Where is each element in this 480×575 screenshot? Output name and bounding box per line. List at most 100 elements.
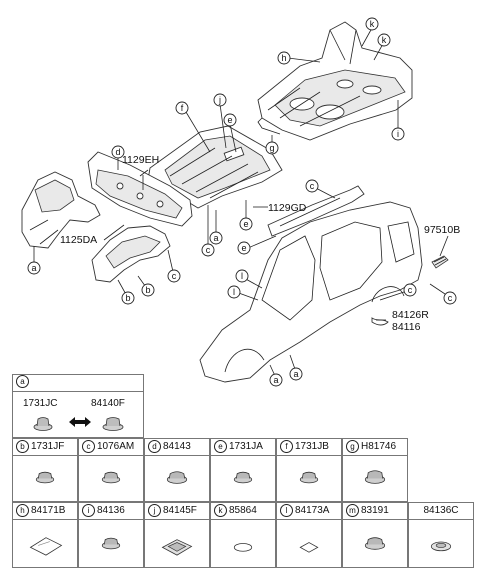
legend-cell-84136C: 84136C (408, 502, 474, 568)
callout-f: f (175, 101, 189, 115)
code-85864: 85864 (229, 505, 257, 516)
grommet-icon (277, 456, 341, 501)
legend-cell-a: a 1731JC 84140F (12, 374, 144, 438)
code-84136: 84136 (97, 505, 125, 516)
callout-d: d (111, 145, 125, 159)
svg-text:h: h (281, 53, 286, 63)
double-arrow-icon (69, 417, 91, 427)
svg-text:f: f (181, 103, 184, 113)
code-84143: 84143 (163, 441, 191, 452)
oval-pad-icon (211, 520, 275, 567)
svg-text:g: g (269, 143, 274, 153)
callout-h: h (277, 51, 291, 65)
callout-g: g (265, 141, 279, 155)
code-84140F: 84140F (91, 398, 125, 409)
callout-b2: b (141, 283, 155, 297)
svg-text:c: c (310, 181, 315, 191)
grommet-icon (13, 456, 77, 501)
label-97510B: 97510B (424, 224, 460, 236)
callout-c1: c (167, 269, 181, 283)
svg-text:k: k (382, 35, 387, 45)
code-1731JF: 1731JF (31, 441, 65, 452)
front-side-member-center (91, 225, 171, 283)
svg-text:a: a (273, 375, 278, 385)
grommet-icon (211, 456, 275, 501)
callout-j: j (213, 93, 227, 107)
code-84136C: 84136C (423, 505, 459, 516)
pad-icon (13, 520, 77, 567)
callout-c2: c (201, 243, 215, 257)
code-1076AM: 1076AM (97, 441, 135, 452)
svg-text:c: c (448, 293, 453, 303)
rear-floor-panel (257, 21, 413, 141)
code-1731JA: 1731JA (229, 441, 263, 452)
grommet-84140F-icon (102, 417, 124, 431)
callout-i: i (391, 127, 405, 141)
code-83191: 83191 (361, 505, 389, 516)
plug-icon (79, 520, 143, 567)
callout-a1: a (27, 261, 41, 275)
front-side-member-left (21, 171, 101, 249)
svg-text:d: d (115, 147, 120, 157)
svg-text:a: a (293, 369, 298, 379)
callout-e3: e (237, 241, 251, 255)
callout-a2: a (209, 231, 223, 245)
round-plug-icon (409, 520, 473, 567)
center-floor-panel (147, 125, 283, 209)
square-plug-icon (145, 520, 209, 567)
side-body-outer (199, 201, 423, 383)
svg-text:b: b (125, 293, 130, 303)
callout-c5: c (443, 291, 457, 305)
plug-icon (145, 456, 209, 501)
svg-text:c: c (206, 245, 211, 255)
callout-e2: e (239, 217, 253, 231)
callout-k1: k (365, 17, 379, 31)
svg-text:a: a (213, 233, 218, 243)
label-1129GD: 1129GD (268, 202, 307, 214)
svg-text:b: b (145, 285, 150, 295)
svg-text:c: c (172, 271, 177, 281)
svg-text:e: e (241, 243, 246, 253)
callout-a3: a (289, 367, 303, 381)
svg-text:l: l (233, 287, 235, 297)
label-84116: 84116 (392, 321, 421, 333)
callout-a4: a (269, 373, 283, 387)
plug-icon (343, 456, 407, 501)
callout-k2: k (377, 33, 391, 47)
grommet-1731JC-icon (33, 417, 53, 431)
svg-text:a: a (31, 263, 36, 273)
callout-l1: l (235, 269, 249, 283)
plug-icon (343, 520, 407, 567)
svg-text:k: k (370, 19, 375, 29)
label-1129EH: 1129EH (122, 154, 159, 166)
callout-e1: e (223, 113, 237, 127)
code-84171B: 84171B (31, 505, 66, 516)
code-84173A: 84173A (295, 505, 330, 516)
legend-tag: a (16, 374, 29, 388)
svg-text:c: c (408, 285, 413, 295)
pad-84126R (371, 317, 389, 326)
side-sill-panel (267, 185, 365, 237)
callout-l2: l (227, 285, 241, 299)
code-1731JC: 1731JC (23, 398, 58, 409)
plug-icon (79, 456, 143, 501)
code-H81746: H81746 (361, 441, 397, 452)
svg-text:l: l (241, 271, 243, 281)
dash-panel (87, 151, 193, 227)
svg-text:e: e (243, 219, 248, 229)
svg-text:j: j (218, 95, 221, 105)
label-84126R: 84126R (392, 309, 429, 321)
code-1731JB: 1731JB (295, 441, 329, 452)
